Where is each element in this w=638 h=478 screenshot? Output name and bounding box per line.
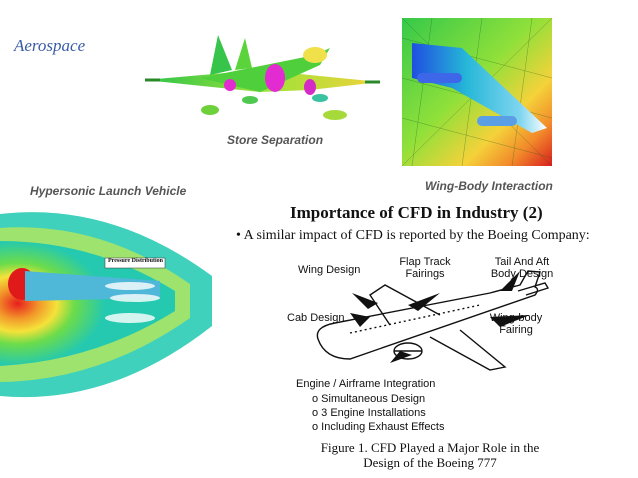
figure-caption-line2: Design of the Boeing 777 <box>363 455 497 470</box>
label-tail-aft-body: Tail And Aft Body Design <box>484 256 560 280</box>
label-tail-line2: Body Design <box>490 268 554 280</box>
hypersonic-image: Pressure Distribution <box>0 206 212 400</box>
figure-caption-line1: Figure 1. CFD Played a Major Role in the <box>320 440 540 455</box>
label-flap-track-line1: Flap Track <box>399 256 451 268</box>
slide-title: Aerospace <box>14 36 86 55</box>
boeing-bullet-text: • A similar impact of CFD is reported by… <box>236 228 590 243</box>
label-engine-airframe: Engine / Airframe Integration <box>296 378 436 390</box>
engine-list-item: o Including Exhaust Effects <box>312 421 445 433</box>
store-separation-image <box>140 30 390 130</box>
boeing-section-title: Importance of CFD in Industry (2) <box>290 203 543 222</box>
figure-caption: Figure 1. CFD Played a Major Role in the… <box>290 440 570 470</box>
store-separation-caption: Store Separation <box>227 133 324 147</box>
hypersonic-caption: Hypersonic Launch Vehicle <box>30 184 187 198</box>
label-flap-track: Flap Track Fairings <box>395 256 455 280</box>
engine-list-item: o Simultaneous Design <box>312 393 426 405</box>
label-wing-body-fairing: Wing-body Fairing <box>482 312 550 336</box>
wing-body-image <box>402 18 552 166</box>
label-tail-line1: Tail And Aft <box>494 256 550 268</box>
label-flap-track-line2: Fairings <box>405 268 445 280</box>
label-cab-design: Cab Design <box>287 312 345 324</box>
label-wing-body-line2: Fairing <box>499 324 533 336</box>
engine-list-item: o 3 Engine Installations <box>312 407 426 419</box>
boeing-777-drawing <box>290 255 630 385</box>
label-wing-body-line1: Wing-body <box>489 312 543 324</box>
label-wing-design: Wing Design <box>298 264 361 276</box>
engine-integration-list: o Simultaneous Design o 3 Engine Install… <box>312 392 445 434</box>
pressure-distribution-label: Pressure Distribution <box>108 258 163 264</box>
wing-body-caption: Wing-Body Interaction <box>425 179 553 193</box>
